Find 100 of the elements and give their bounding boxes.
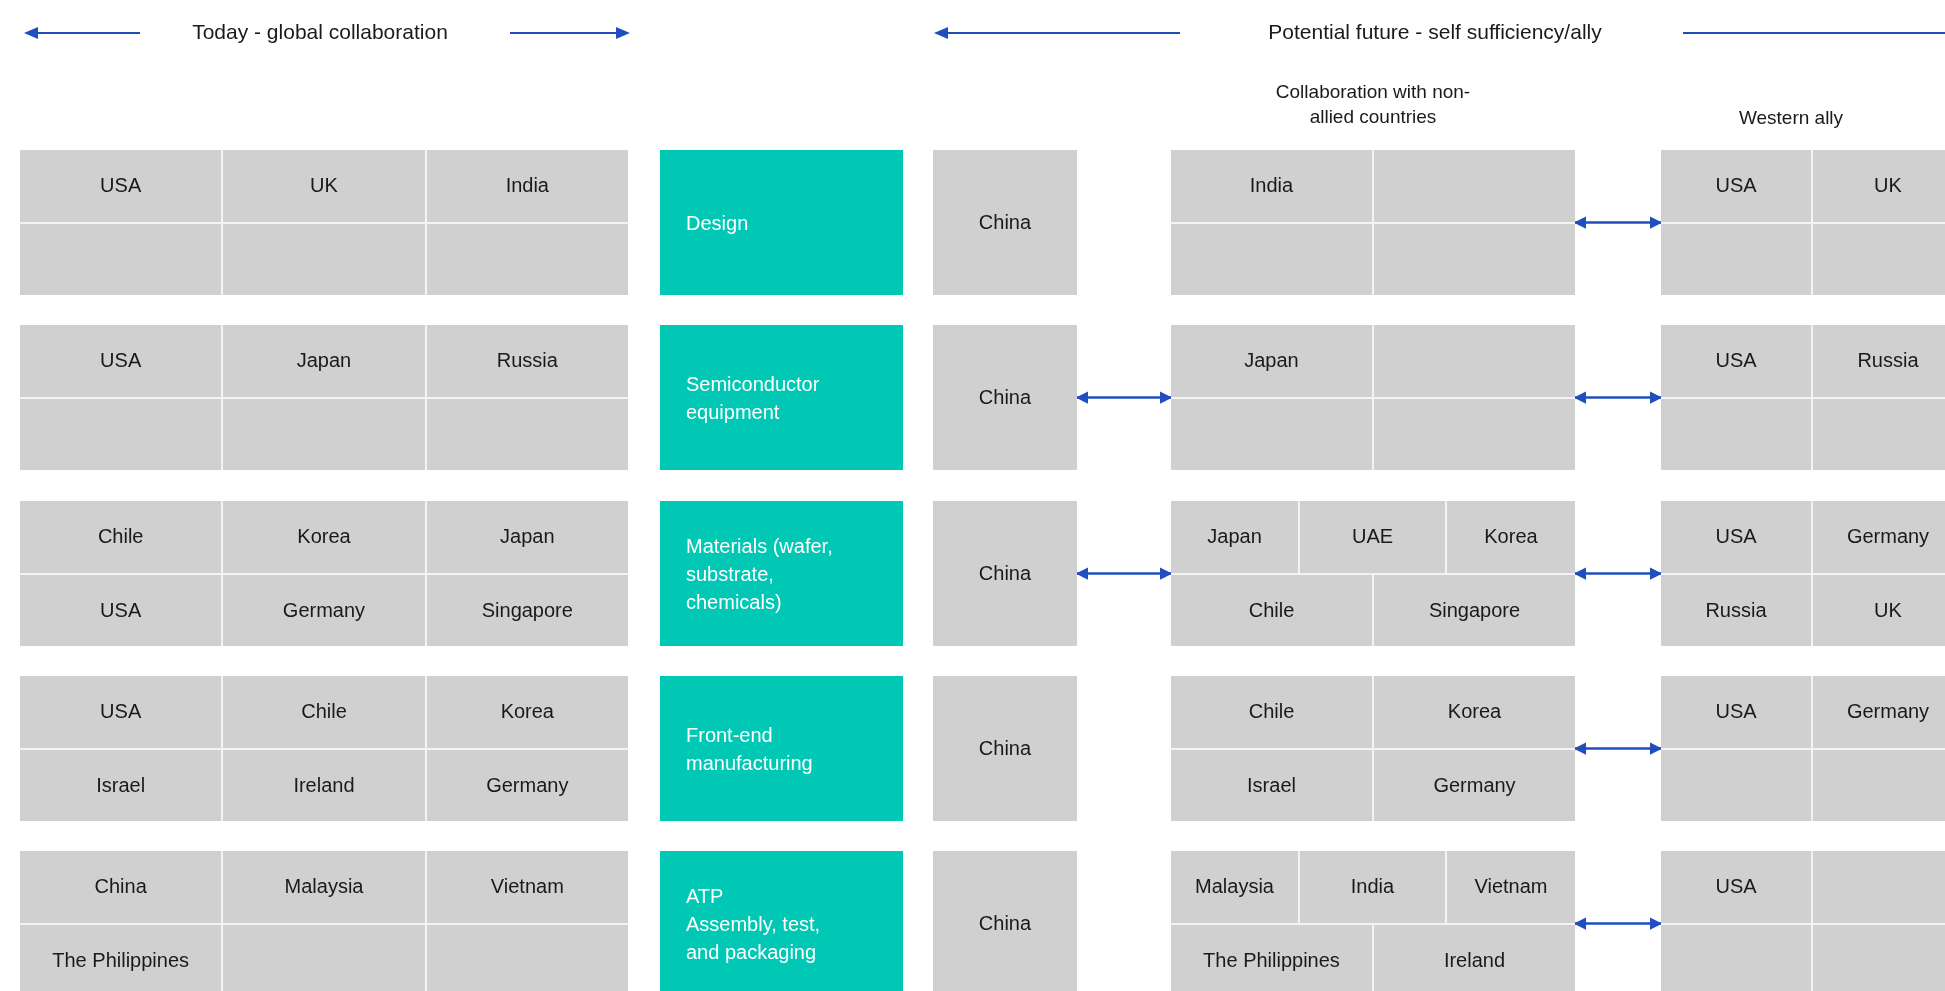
grid-cell bbox=[1171, 223, 1372, 295]
grid-cell bbox=[20, 749, 222, 821]
category-box bbox=[660, 676, 903, 821]
grid-cell bbox=[1661, 924, 1811, 991]
country-name: Japan bbox=[500, 525, 555, 549]
category-label: Design bbox=[686, 210, 750, 236]
grid-cell bbox=[20, 325, 222, 397]
grid-cell bbox=[1171, 574, 1372, 646]
grid-cell bbox=[1171, 501, 1299, 573]
country-name: UK bbox=[1874, 174, 1902, 198]
grid-cell bbox=[1171, 676, 1372, 748]
grid-cell bbox=[1374, 223, 1575, 295]
category-box bbox=[660, 851, 903, 991]
category-label: Semiconductor equipment bbox=[686, 371, 821, 425]
country-grid bbox=[1661, 150, 1945, 295]
category-label: Assembly, test, and packaging bbox=[686, 911, 822, 965]
category-label: Materials (wafer, substrate, chemicals) bbox=[686, 533, 834, 615]
country-name: Ireland bbox=[1443, 948, 1506, 972]
grid-cell bbox=[1661, 676, 1811, 748]
country-name: Korea bbox=[500, 700, 554, 724]
country-name: China bbox=[978, 912, 1032, 935]
grid-cell bbox=[426, 501, 628, 573]
country-name: USA bbox=[1715, 174, 1757, 198]
country-name: Germany bbox=[486, 773, 569, 797]
country-name: Korea bbox=[297, 525, 351, 549]
category-label: Front-end manufacturing bbox=[686, 722, 814, 776]
country-grid bbox=[1171, 676, 1575, 821]
category-box bbox=[660, 501, 903, 646]
grid-cell bbox=[1171, 398, 1372, 470]
country-box bbox=[933, 150, 1077, 295]
country-name: Russia bbox=[1705, 598, 1767, 622]
grid-cell bbox=[1813, 676, 1945, 748]
country-grid bbox=[20, 150, 628, 295]
country-name: Chile bbox=[301, 700, 347, 724]
grid-cell bbox=[20, 851, 222, 923]
country-name: Malaysia bbox=[284, 875, 364, 899]
country-name: India bbox=[1249, 174, 1294, 198]
grid-cell bbox=[1374, 924, 1575, 991]
grid-cell bbox=[20, 150, 222, 222]
grid-cell bbox=[1171, 851, 1299, 923]
country-name: USA bbox=[1715, 525, 1757, 549]
grid-cell bbox=[1661, 398, 1811, 470]
country-grid bbox=[1661, 501, 1945, 646]
grid-cell bbox=[426, 223, 628, 295]
grid-cell bbox=[1661, 150, 1811, 222]
grid-cell bbox=[223, 325, 425, 397]
grid-cell bbox=[1813, 398, 1945, 470]
grid-cell bbox=[223, 398, 425, 470]
country-name: The Philippines bbox=[52, 948, 190, 972]
country-name: Singapore bbox=[1428, 598, 1521, 622]
country-name: USA bbox=[100, 598, 142, 622]
country-grid bbox=[20, 676, 628, 821]
country-name: USA bbox=[1715, 349, 1757, 373]
country-name: Israel bbox=[96, 773, 146, 797]
country-name: Japan bbox=[296, 349, 352, 373]
grid-cell bbox=[1374, 749, 1575, 821]
grid-cell bbox=[1171, 150, 1372, 222]
country-name: USA bbox=[100, 700, 142, 724]
country-name: China bbox=[978, 386, 1032, 409]
country-grid bbox=[20, 851, 628, 991]
country-grid bbox=[1171, 501, 1575, 646]
country-name: Germany bbox=[1846, 525, 1930, 549]
grid-cell bbox=[1813, 574, 1945, 646]
grid-cell bbox=[1661, 223, 1811, 295]
grid-cell bbox=[426, 150, 628, 222]
grid-cell bbox=[20, 574, 222, 646]
grid-cell bbox=[426, 574, 628, 646]
grid-cell bbox=[1661, 574, 1811, 646]
column-heading: Western ally bbox=[1737, 106, 1845, 130]
grid-cell bbox=[1374, 574, 1575, 646]
grid-cell bbox=[1300, 501, 1445, 573]
grid-cell bbox=[1300, 851, 1445, 923]
country-name: Germany bbox=[1846, 700, 1930, 724]
country-name: Singapore bbox=[481, 598, 573, 622]
grid-cell bbox=[20, 501, 222, 573]
grid-cell bbox=[426, 749, 628, 821]
country-name: Korea bbox=[1484, 525, 1538, 549]
grid-cell bbox=[20, 924, 222, 991]
country-box bbox=[933, 501, 1077, 646]
country-name: Ireland bbox=[293, 773, 355, 797]
column-heading: Collaboration with non-allied countries bbox=[1274, 80, 1472, 129]
grid-cell bbox=[20, 676, 222, 748]
country-name: Korea bbox=[1447, 700, 1502, 724]
country-name: China bbox=[978, 211, 1032, 234]
country-box bbox=[933, 851, 1077, 991]
country-name: Chile bbox=[97, 525, 144, 549]
grid-cell bbox=[223, 749, 425, 821]
country-name: Chile bbox=[1248, 598, 1295, 622]
grid-cell bbox=[1661, 325, 1811, 397]
country-grid bbox=[1661, 676, 1945, 821]
country-name: Vietnam bbox=[490, 875, 564, 899]
grid-cell bbox=[1374, 676, 1575, 748]
grid-cell bbox=[1374, 150, 1575, 222]
grid-cell bbox=[426, 851, 628, 923]
grid-cell bbox=[1374, 398, 1575, 470]
country-name: UK bbox=[1874, 598, 1902, 622]
category-box bbox=[660, 325, 903, 470]
grid-cell bbox=[426, 325, 628, 397]
grid-cell bbox=[1813, 501, 1945, 573]
country-name: Germany bbox=[282, 598, 366, 622]
